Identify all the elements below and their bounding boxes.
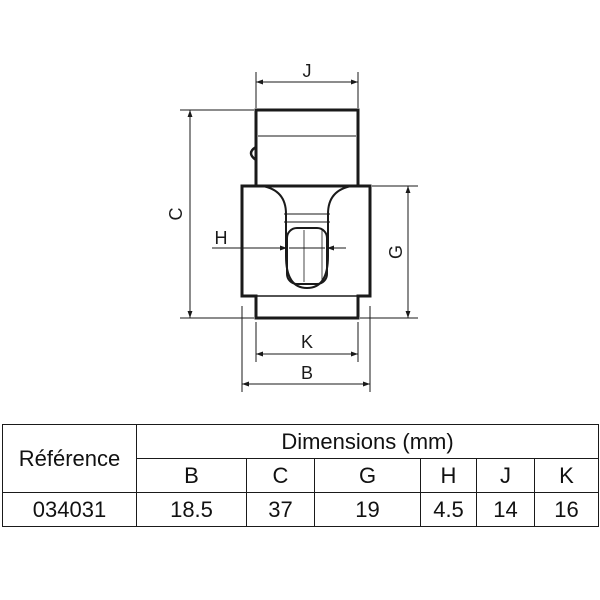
dimension-label-g: G <box>386 245 406 259</box>
table-row: 034031 18.5 37 19 4.5 14 16 <box>2 492 600 527</box>
column-header-j: J <box>476 458 535 493</box>
dimension-j <box>255 72 359 108</box>
reference-value: 034031 <box>2 492 137 527</box>
value-g: 19 <box>314 492 421 527</box>
dimensions-header: Dimensions (mm) <box>135 424 600 459</box>
top-cylinder <box>254 108 360 188</box>
dimension-label-b: B <box>301 363 313 383</box>
value-b: 18.5 <box>136 492 247 527</box>
dimension-label-k: K <box>301 332 313 352</box>
locking-nub <box>249 145 257 162</box>
column-header-h: H <box>420 458 477 493</box>
column-header-c: C <box>246 458 315 493</box>
dimensions-table: Référence Dimensions (mm) B C G H J K 03… <box>2 424 600 527</box>
table-header-row: Référence Dimensions (mm) <box>2 424 600 493</box>
dimension-b <box>241 306 371 392</box>
cavity-outline <box>261 185 353 290</box>
technical-drawing: J C H G K B <box>166 61 418 392</box>
part-outline <box>240 108 372 320</box>
column-header-k: K <box>533 458 600 493</box>
dimension-label-j: J <box>303 61 312 81</box>
value-k: 16 <box>533 492 600 527</box>
column-header-b: B <box>136 458 247 493</box>
column-header-g: G <box>314 458 421 493</box>
inner-slot <box>286 227 328 285</box>
dimension-k <box>255 322 359 362</box>
main-body <box>240 184 372 320</box>
value-j: 14 <box>476 492 535 527</box>
value-c: 37 <box>246 492 315 527</box>
value-h: 4.5 <box>420 492 477 527</box>
dimension-label-c: C <box>166 208 186 221</box>
dimension-label-h: H <box>215 228 228 248</box>
reference-header: Référence <box>2 424 137 493</box>
